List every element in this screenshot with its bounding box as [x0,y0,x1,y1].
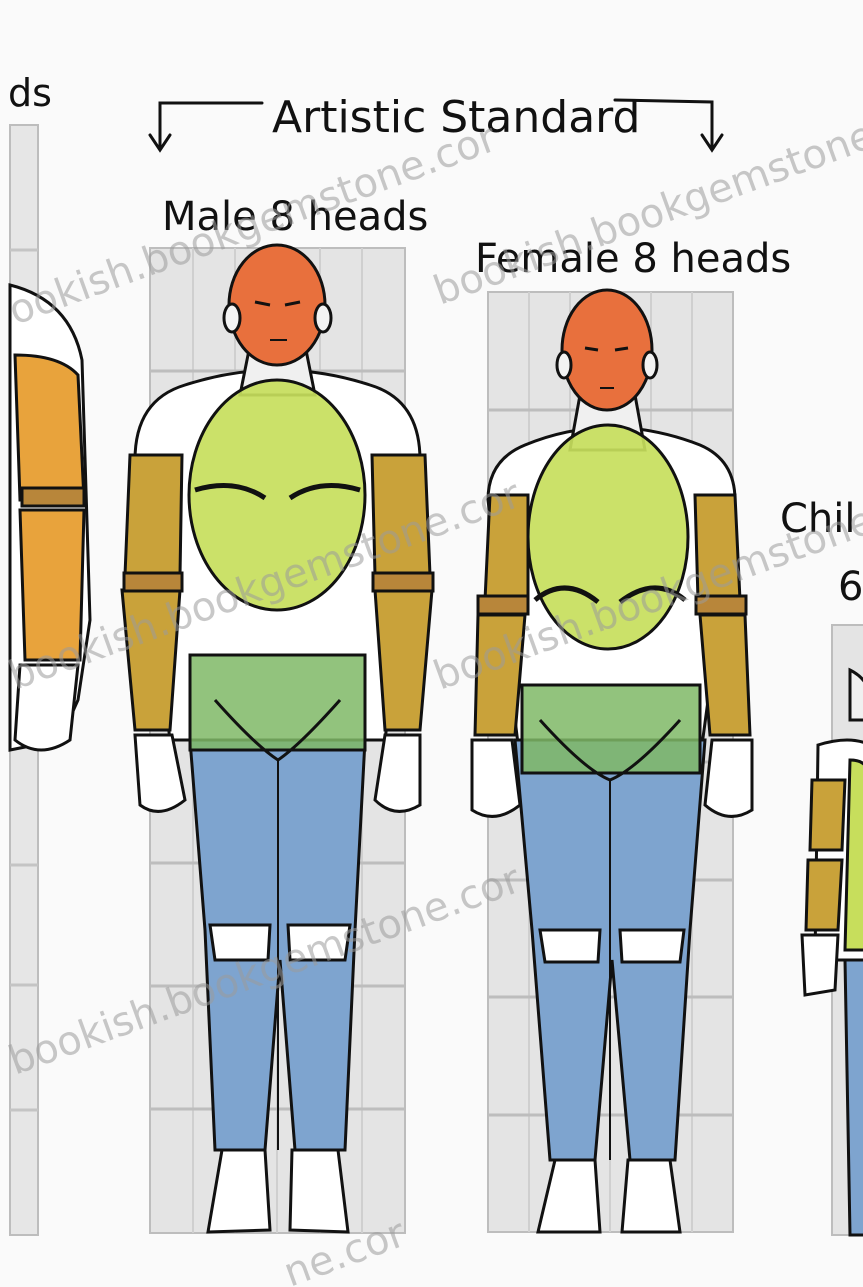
male-left-upper-arm [125,455,182,575]
child-label-line2: 6 [838,564,863,610]
left-partial-label: ds [8,71,52,115]
male-right-foot [290,1150,348,1232]
female-right-foot [622,1160,680,1232]
male-right-hand [375,735,420,811]
male-head [229,245,325,365]
female-head [562,290,652,410]
female-right-hand [705,740,752,816]
female-left-hand [472,740,520,816]
female-right-forearm [700,615,750,735]
